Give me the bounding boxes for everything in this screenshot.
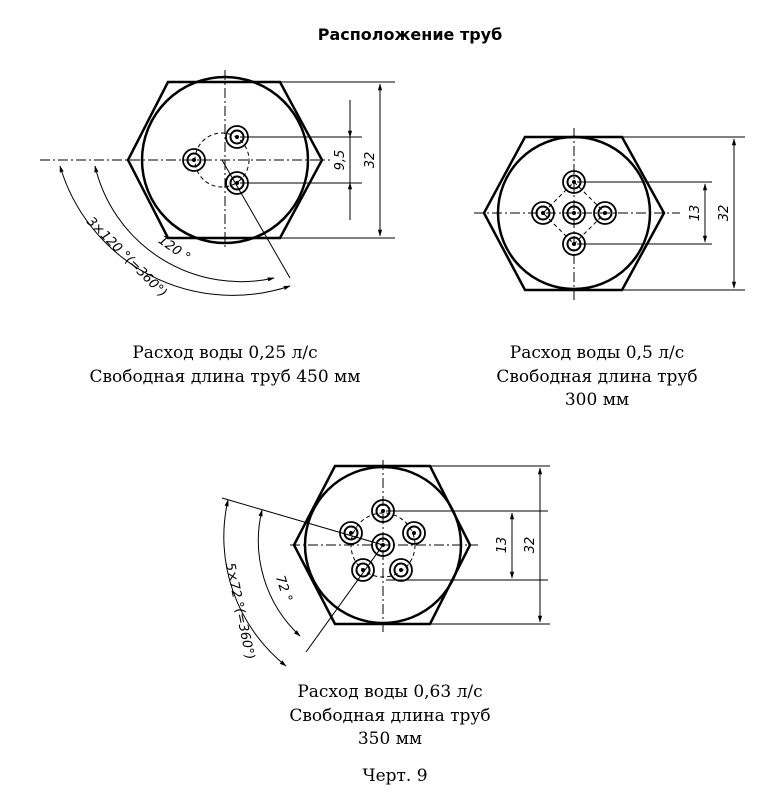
caption-flow-3: Расход воды 0,63 л/с	[297, 682, 482, 702]
caption-length-value-3: 350 мм	[358, 729, 422, 749]
angle-label-total: 5×72 °(=360°)	[222, 561, 257, 661]
radial-line	[221, 497, 384, 546]
angle-arc-total	[59, 165, 291, 296]
caption-length-2: Свободная длина труб	[496, 367, 697, 387]
angle-arc-total	[223, 499, 287, 667]
pipe-layout-diagram-2: 13 32	[474, 128, 745, 300]
dimension-label-large: 32	[717, 205, 732, 222]
radial-line	[305, 544, 384, 653]
dimension-label-large: 32	[523, 537, 538, 554]
angle-arc-single	[257, 509, 301, 637]
caption-length-1: Свободная длина труб 450 мм	[89, 367, 360, 387]
pipe-layout-diagram-1: 9,5 32 120 ° 3×120 °(=360°)	[40, 70, 395, 301]
caption-flow-1: Расход воды 0,25 л/с	[132, 343, 317, 363]
angle-label-total: 3×120 °(=360°)	[83, 214, 169, 300]
tube-icon	[593, 201, 617, 225]
angle-label-single: 72 °	[272, 574, 295, 604]
dimension-label-small: 13	[688, 205, 703, 222]
caption-flow-2: Расход воды 0,5 л/с	[510, 343, 684, 363]
tube-icon	[402, 521, 426, 545]
page-title: Расположение труб	[318, 25, 503, 44]
tube-icon	[389, 558, 413, 582]
pipe-layout-diagram-3: 13 32 72 ° 5×72 °(=360°)	[221, 460, 550, 667]
dimension-label-large: 32	[363, 152, 378, 169]
figure-caption: Черт. 9	[362, 766, 427, 786]
dimension-label-small: 9,5	[333, 150, 348, 171]
radial-line	[221, 159, 291, 279]
dimension-label-small: 13	[495, 537, 510, 554]
caption-length-3: Свободная длина труб	[289, 706, 490, 726]
caption-length-value-2: 300 мм	[565, 390, 629, 410]
